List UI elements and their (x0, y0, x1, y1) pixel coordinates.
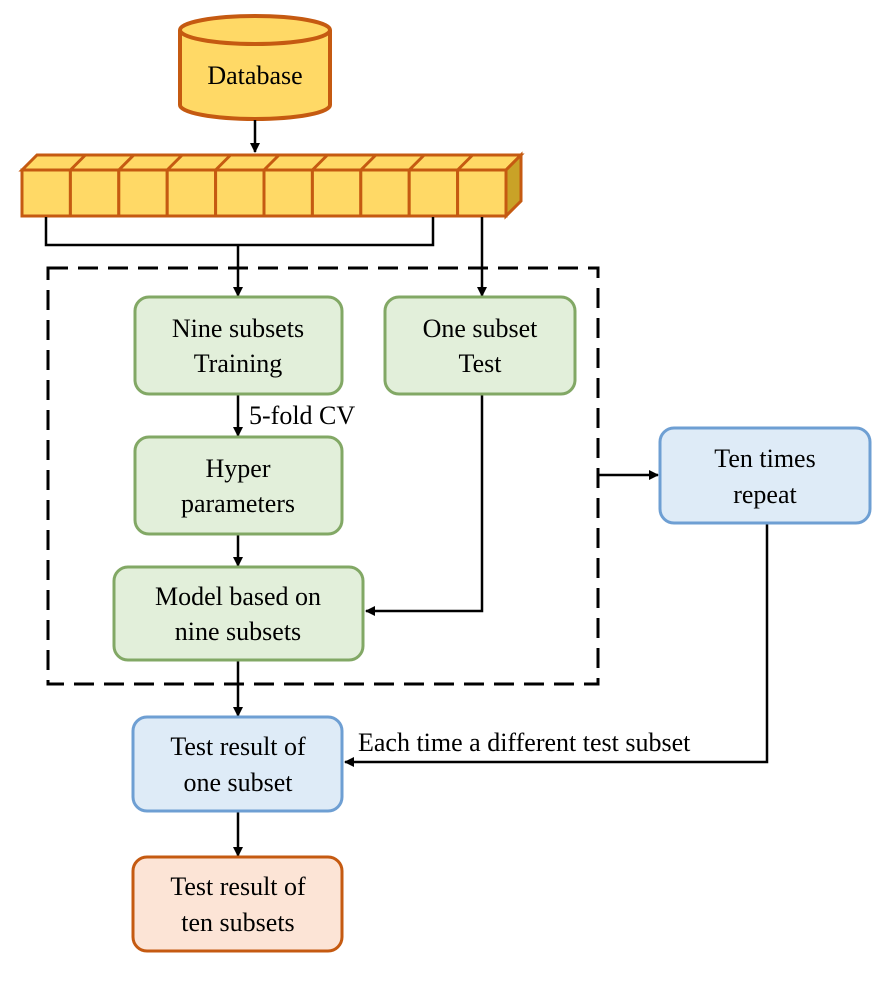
subset-cube (68, 168, 121, 218)
subset-cube (117, 168, 169, 218)
repeat-label-line1: Ten times (714, 444, 815, 473)
result-one-box (131, 715, 344, 813)
training-label-line2: Training (194, 349, 283, 378)
hyper-box (133, 435, 344, 536)
arrow-repeat-to-result-one (344, 524, 769, 767)
subset-top-divider (456, 153, 474, 172)
subset-top-divider (69, 153, 87, 172)
subset-cube (456, 168, 508, 218)
database-node: Database (178, 14, 332, 121)
model-box (112, 565, 365, 662)
subset-top-divider (166, 153, 184, 172)
model-label-line1: Model based on (155, 582, 321, 611)
test-box (383, 295, 577, 396)
connectors (44, 120, 769, 857)
training-box (133, 295, 344, 396)
test-label-line1: One subset (423, 314, 539, 343)
subset-top-divider (214, 153, 232, 172)
subset-cube (214, 168, 266, 218)
subset-cube (359, 168, 411, 218)
test-label-line2: Test (459, 349, 503, 378)
result-ten-label-line2: ten subsets (181, 908, 294, 937)
model-label-line2: nine subsets (175, 617, 301, 646)
bracket-nine-subsets (44, 217, 435, 247)
hyper-label-line2: parameters (181, 489, 295, 518)
subset-cube (407, 168, 460, 218)
repeat-node: Ten times repeat (658, 426, 872, 525)
arrow-test-to-model (365, 395, 484, 616)
subset-top-divider (117, 153, 135, 172)
different-subset-edge-label: Each time a different test subset (358, 728, 691, 757)
result-one-label-line1: Test result of (170, 732, 306, 761)
subset-cube (165, 168, 218, 218)
repeat-label-line2: repeat (733, 480, 797, 509)
result-one-label-line2: one subset (183, 768, 293, 797)
subset-cube (310, 168, 363, 218)
result-ten-label-line1: Test result of (170, 872, 306, 901)
result-one-node: Test result of one subset (131, 715, 344, 813)
subset-cube (20, 168, 72, 218)
subset-cube (262, 168, 314, 218)
hyper-label-line1: Hyper (206, 454, 271, 483)
result-ten-node: Test result of ten subsets (131, 855, 344, 953)
database-cylinder-body (178, 30, 332, 121)
test-node: One subset Test (383, 295, 577, 396)
training-node: Nine subsets Training (133, 295, 344, 396)
database-cylinder-top (178, 14, 332, 46)
cv-edge-label: 5-fold CV (249, 401, 355, 430)
model-node: Model based on nine subsets (112, 565, 365, 662)
subset-top-divider (359, 153, 377, 172)
subset-top-divider (408, 153, 426, 172)
training-label-line1: Nine subsets (172, 314, 304, 343)
subset-top-divider (311, 153, 329, 172)
subset-top-divider (262, 153, 281, 172)
subset-bar (18, 151, 525, 220)
repeat-box (658, 426, 872, 525)
database-label: Database (207, 61, 302, 90)
result-ten-box (131, 855, 344, 953)
hyper-node: Hyper parameters (133, 435, 344, 536)
